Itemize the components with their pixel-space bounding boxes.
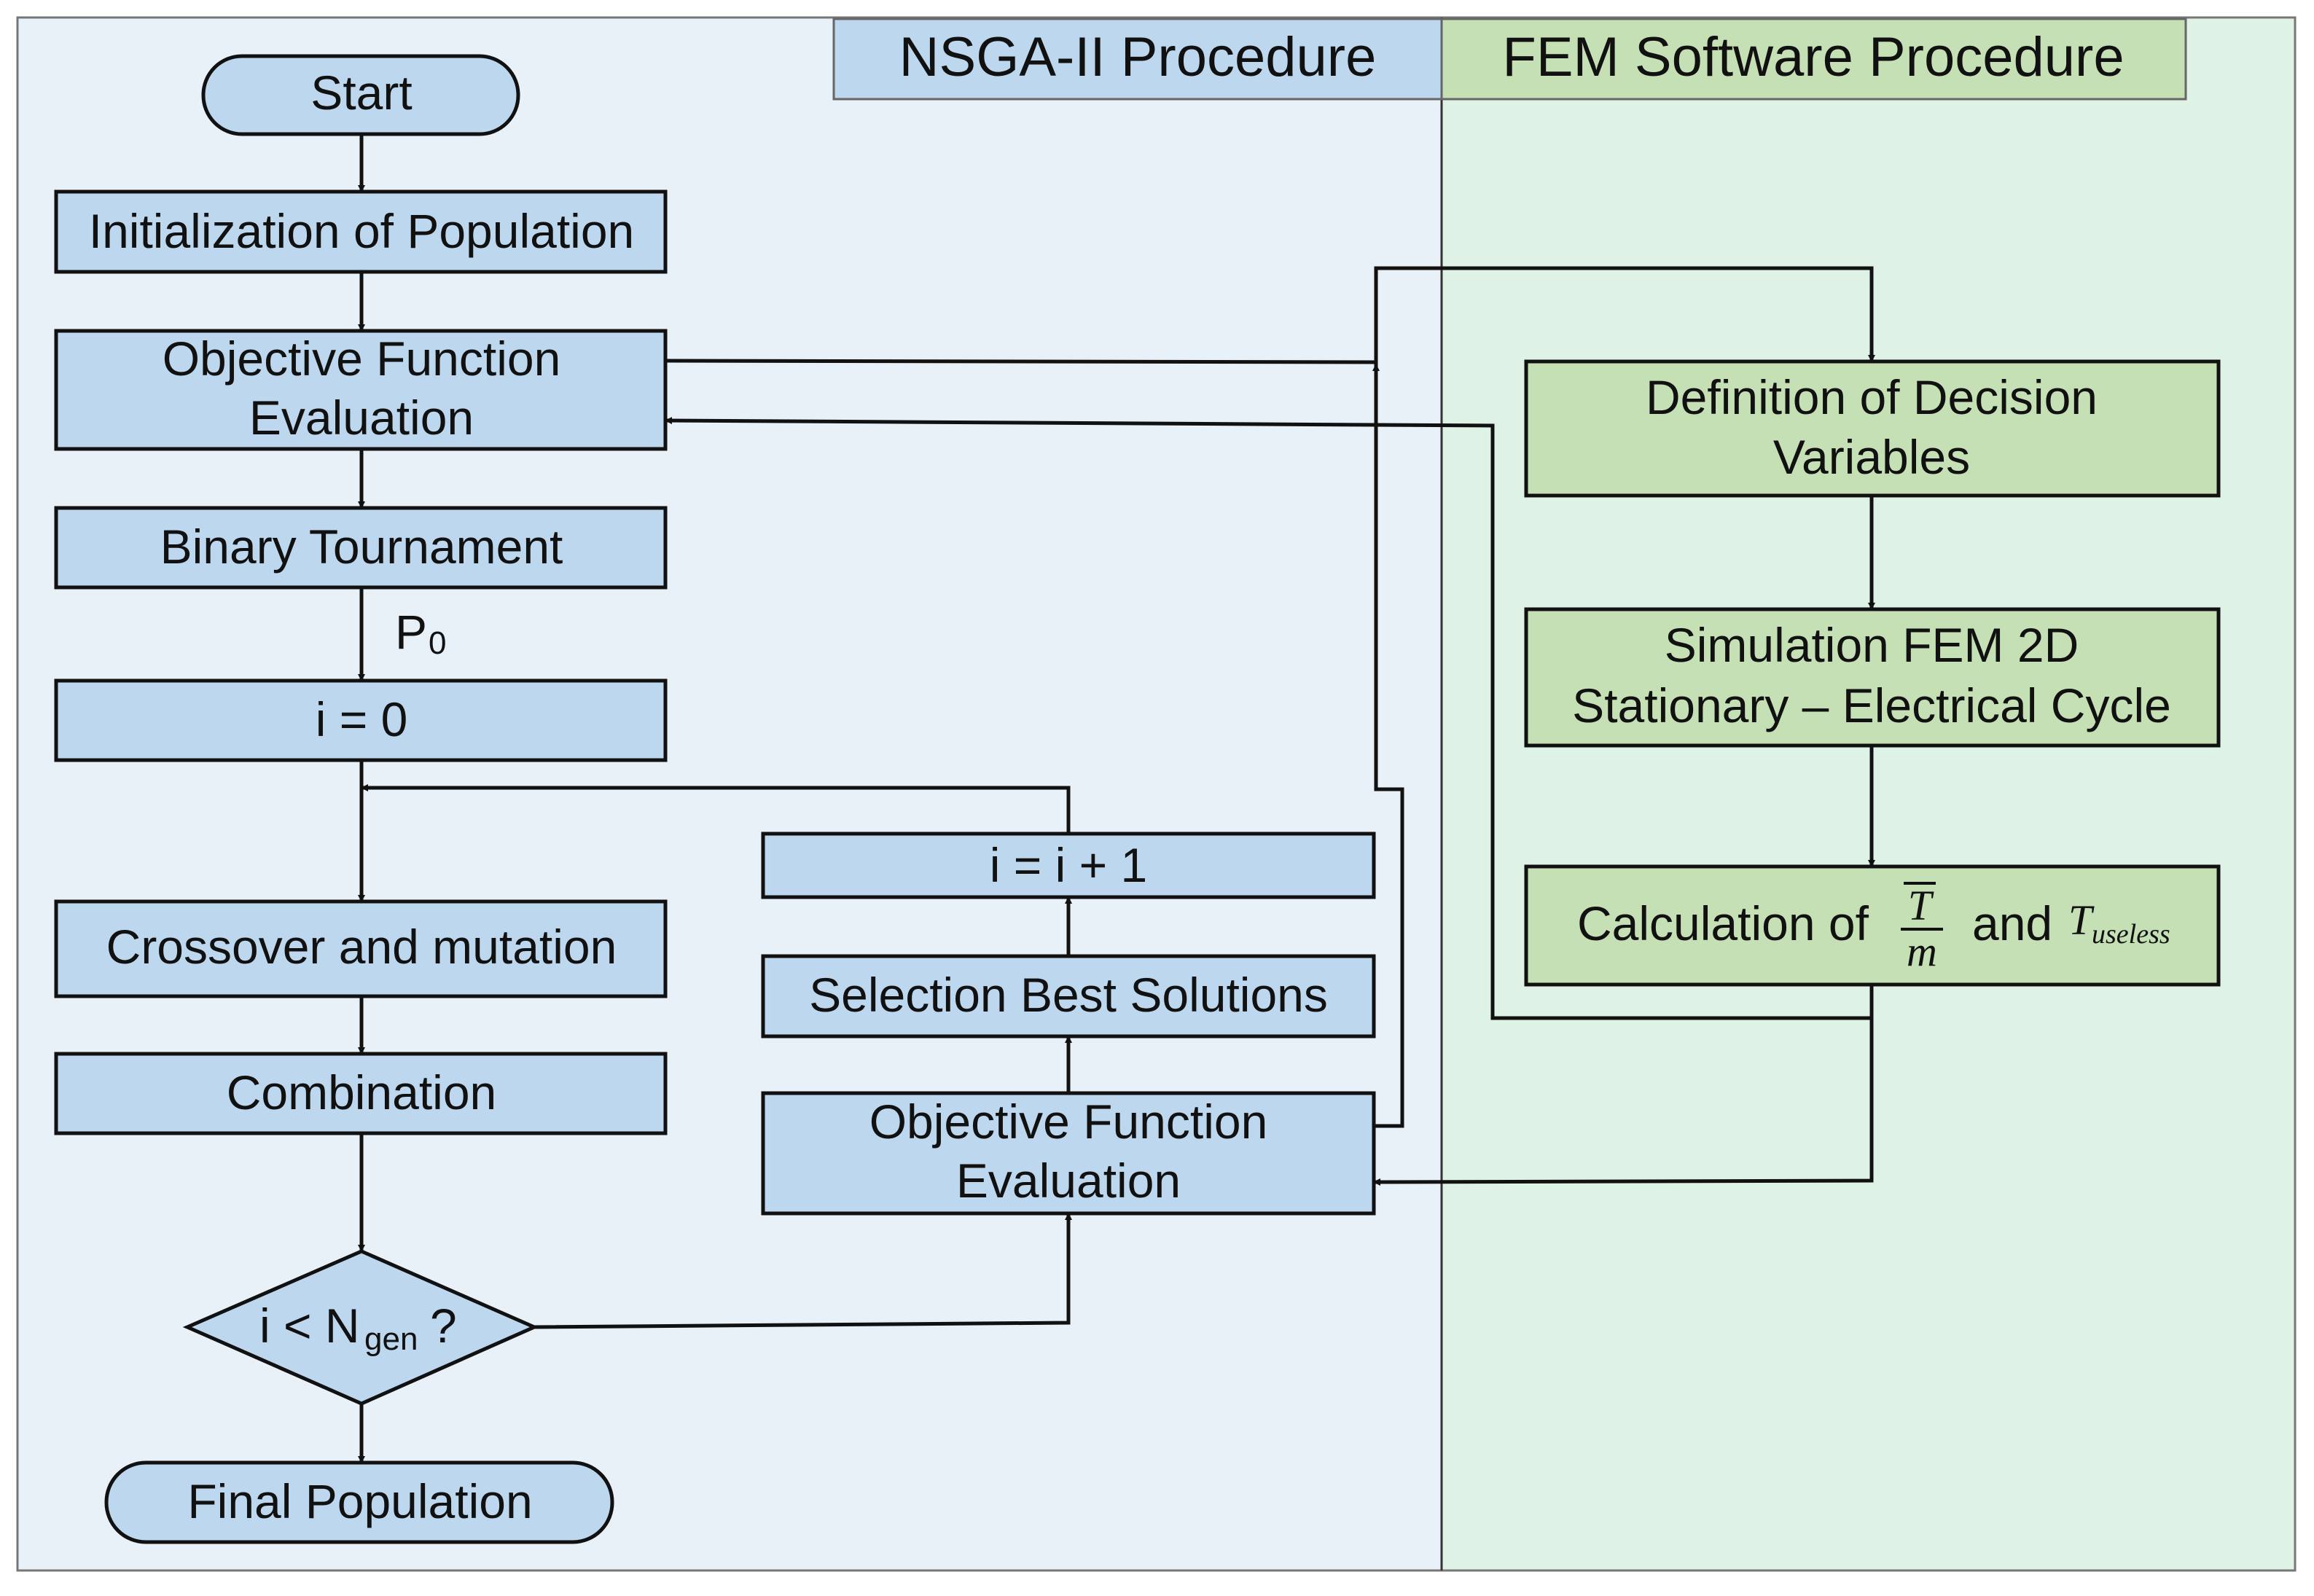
fem-panel [1440, 16, 2297, 1572]
sim-label-line2: Stationary – Electrical Cycle [1572, 678, 2171, 732]
calculation-node: Calculation of T m and T useless [1524, 864, 2221, 987]
calc-prefix: Calculation of [1577, 896, 1869, 950]
increment-node: i = i + 1 [761, 832, 1376, 899]
nsga-header: NSGA-II Procedure [832, 17, 1443, 101]
calc-t: T [2068, 896, 2095, 944]
combination-label: Combination [227, 1065, 497, 1119]
edges [358, 134, 1875, 1463]
ofe1-label-line2: Evaluation [249, 391, 474, 445]
ofe1-label-line1: Objective Function [163, 332, 561, 386]
crossover-label: Crossover and mutation [106, 920, 617, 974]
simulation-node: Simulation FEM 2D Stationary – Electrica… [1524, 607, 2221, 748]
def-label-line1: Definition of Decision [1646, 370, 2098, 424]
selection-node: Selection Best Solutions [761, 954, 1376, 1038]
fem-header-label: FEM Software Procedure [1502, 26, 2124, 88]
sim-label-line1: Simulation FEM 2D [1665, 618, 2079, 672]
p0-label: P 0 [395, 605, 446, 661]
init-node: Initialization of Population [54, 189, 668, 274]
decision-label-sub: gen [364, 1321, 418, 1357]
crossover-node: Crossover and mutation [54, 899, 668, 998]
calc-frac-den: m [1907, 928, 1937, 975]
edge-calc-ofe2 [1373, 1018, 1874, 1186]
decision-variables-node: Definition of Decision Variables [1524, 359, 2221, 498]
ofe2-label-line2: Evaluation [956, 1154, 1181, 1208]
edge-incr-loop [361, 784, 1071, 834]
increment-label: i = i + 1 [990, 838, 1147, 892]
edge-ofe2-to-fem [1372, 364, 1404, 1128]
i-zero-node: i = 0 [54, 678, 668, 762]
decision-label-main: i < N [259, 1299, 360, 1353]
calc-frac-num: T [1908, 882, 1934, 929]
calc-t-sub: useless [2092, 919, 2170, 950]
p0-sub: 0 [429, 625, 446, 661]
init-label: Initialization of Population [89, 204, 635, 258]
objective-eval-node-2: Objective Function Evaluation [761, 1091, 1376, 1216]
edge-to-def [1374, 266, 1875, 364]
final-population-node: Final Population [104, 1460, 614, 1544]
binary-label: Binary Tournament [160, 520, 563, 574]
fem-header: FEM Software Procedure [1440, 17, 2187, 101]
objective-eval-node-1: Objective Function Evaluation [54, 329, 668, 451]
ofe2-label-line1: Objective Function [869, 1095, 1268, 1149]
def-label-line2: Variables [1773, 430, 1970, 484]
start-node: Start [201, 54, 520, 136]
p0-main: P [395, 605, 427, 659]
decision-node: i < N gen ? [182, 1249, 539, 1406]
nsga-header-label: NSGA-II Procedure [899, 26, 1377, 88]
edge-ofe1-to-fem [665, 359, 1377, 364]
calc-and: and [1972, 896, 2052, 950]
decision-label-q: ? [430, 1299, 457, 1353]
i-zero-label: i = 0 [316, 692, 408, 746]
edge-decision-ofe2 [533, 1213, 1072, 1329]
start-label: Start [310, 66, 412, 120]
edge-calc-ofe1 [665, 417, 1874, 1020]
selection-label: Selection Best Solutions [809, 968, 1328, 1022]
final-label: Final Population [187, 1474, 532, 1528]
combination-node: Combination [54, 1052, 668, 1135]
binary-tournament-node: Binary Tournament [54, 506, 668, 590]
